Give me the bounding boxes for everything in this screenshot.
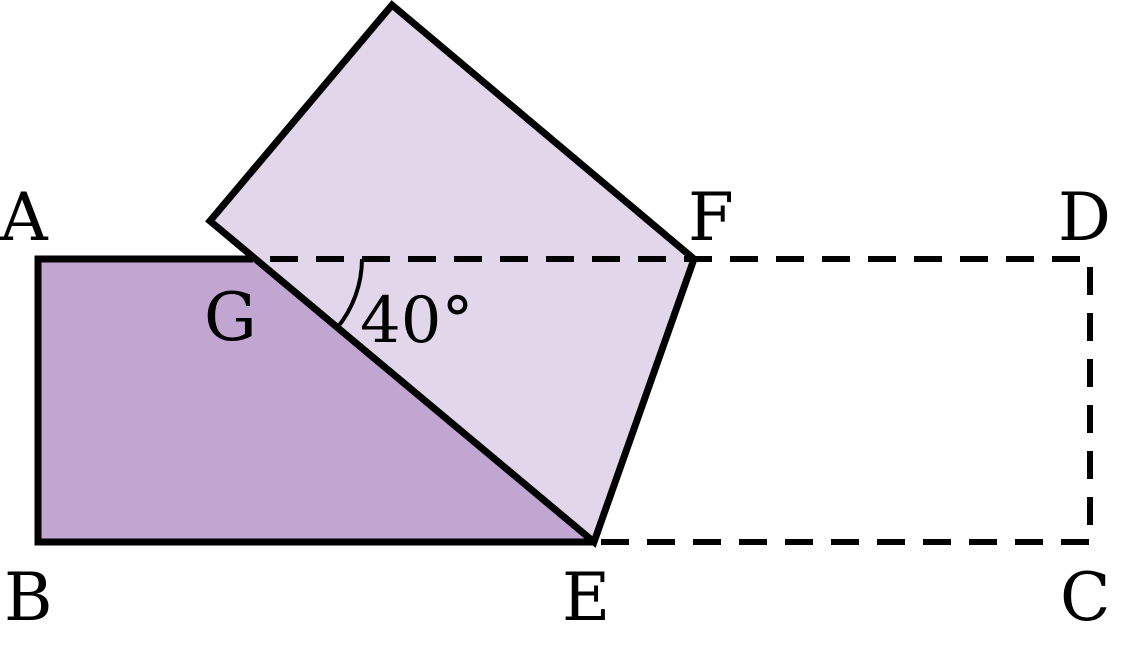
label-B: B <box>4 559 53 636</box>
flap-outline <box>205 0 699 548</box>
label-E: E <box>562 559 610 636</box>
angle-measure: 40° <box>360 284 473 358</box>
folded-flap <box>210 5 694 542</box>
solid-outline-ABE <box>34 255 594 546</box>
label-G: G <box>204 279 257 356</box>
dark-region-ABEG <box>38 259 594 542</box>
label-A: A <box>0 179 49 256</box>
label-F: F <box>688 179 734 256</box>
angle-arc <box>335 258 364 330</box>
dashed-outline <box>270 256 1093 545</box>
label-C: C <box>1060 559 1111 636</box>
label-D: D <box>1058 179 1111 256</box>
